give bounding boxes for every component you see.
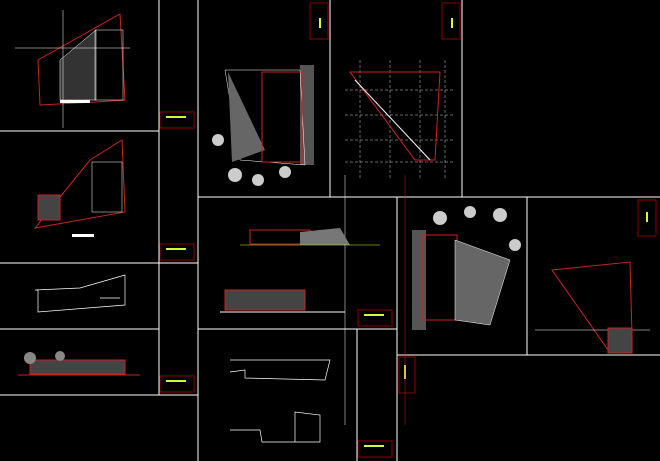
title-blocks [159, 2, 657, 458]
site-plan-1[interactable] [33, 139, 126, 237]
title-block[interactable] [159, 243, 195, 261]
elevation-1[interactable] [18, 351, 140, 376]
floor-plan-grid[interactable] [344, 60, 455, 425]
trees [433, 206, 521, 251]
floor-plan-4[interactable] [412, 206, 521, 330]
title-block[interactable] [159, 375, 195, 393]
sections-2[interactable] [229, 359, 331, 443]
section-1[interactable] [34, 274, 126, 313]
title-block[interactable] [357, 309, 393, 327]
floor-plan-1[interactable] [15, 10, 130, 128]
elevations-2[interactable] [220, 228, 380, 313]
site-plan-2[interactable] [535, 261, 650, 354]
floor-plan-2[interactable] [212, 65, 314, 186]
title-block[interactable] [398, 356, 416, 394]
title-block[interactable] [357, 440, 393, 458]
title-block[interactable] [159, 111, 195, 129]
trees [212, 134, 291, 186]
